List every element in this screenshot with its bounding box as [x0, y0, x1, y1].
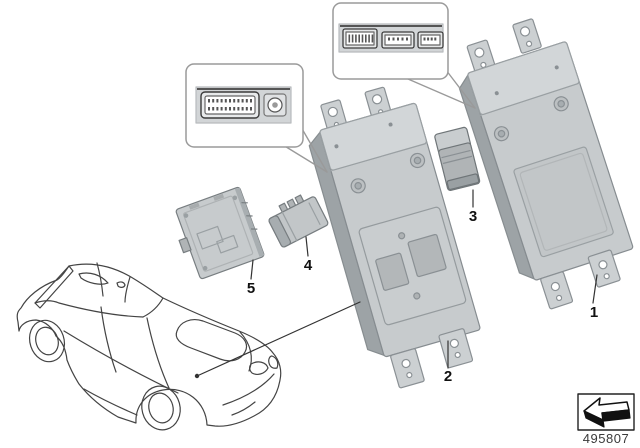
leader-lines	[194, 189, 598, 379]
callout-connector-detail-left	[185, 63, 328, 173]
part-label-1: 1	[589, 304, 599, 321]
part-label-5: 5	[246, 280, 256, 297]
part-3-small-module	[434, 126, 481, 192]
low-profile-connector-icon	[381, 31, 415, 49]
part-2-control-unit-bracket	[308, 86, 481, 389]
diagram-part-number: 495807	[582, 431, 630, 446]
callout-connector-detail-top	[332, 2, 476, 109]
part-5-control-unit	[175, 186, 265, 280]
part-1-control-unit-bracket	[458, 18, 634, 310]
part-label-2: 2	[443, 368, 453, 385]
pin-block-connector-icon	[342, 28, 378, 49]
car-rear-wheel	[141, 385, 181, 431]
car-front-wheel	[28, 319, 66, 363]
bent-arrow-logo-icon	[583, 397, 631, 428]
coax-connector-icon	[263, 93, 287, 117]
part-label-3: 3	[468, 208, 478, 225]
car-illustration	[16, 262, 282, 431]
multi-pin-connector-icon	[200, 91, 260, 119]
catalog-logo-box	[577, 393, 635, 431]
part-4-small-module	[268, 194, 329, 248]
part-label-4: 4	[303, 257, 313, 274]
low-profile-connector-icon-2	[417, 31, 444, 49]
